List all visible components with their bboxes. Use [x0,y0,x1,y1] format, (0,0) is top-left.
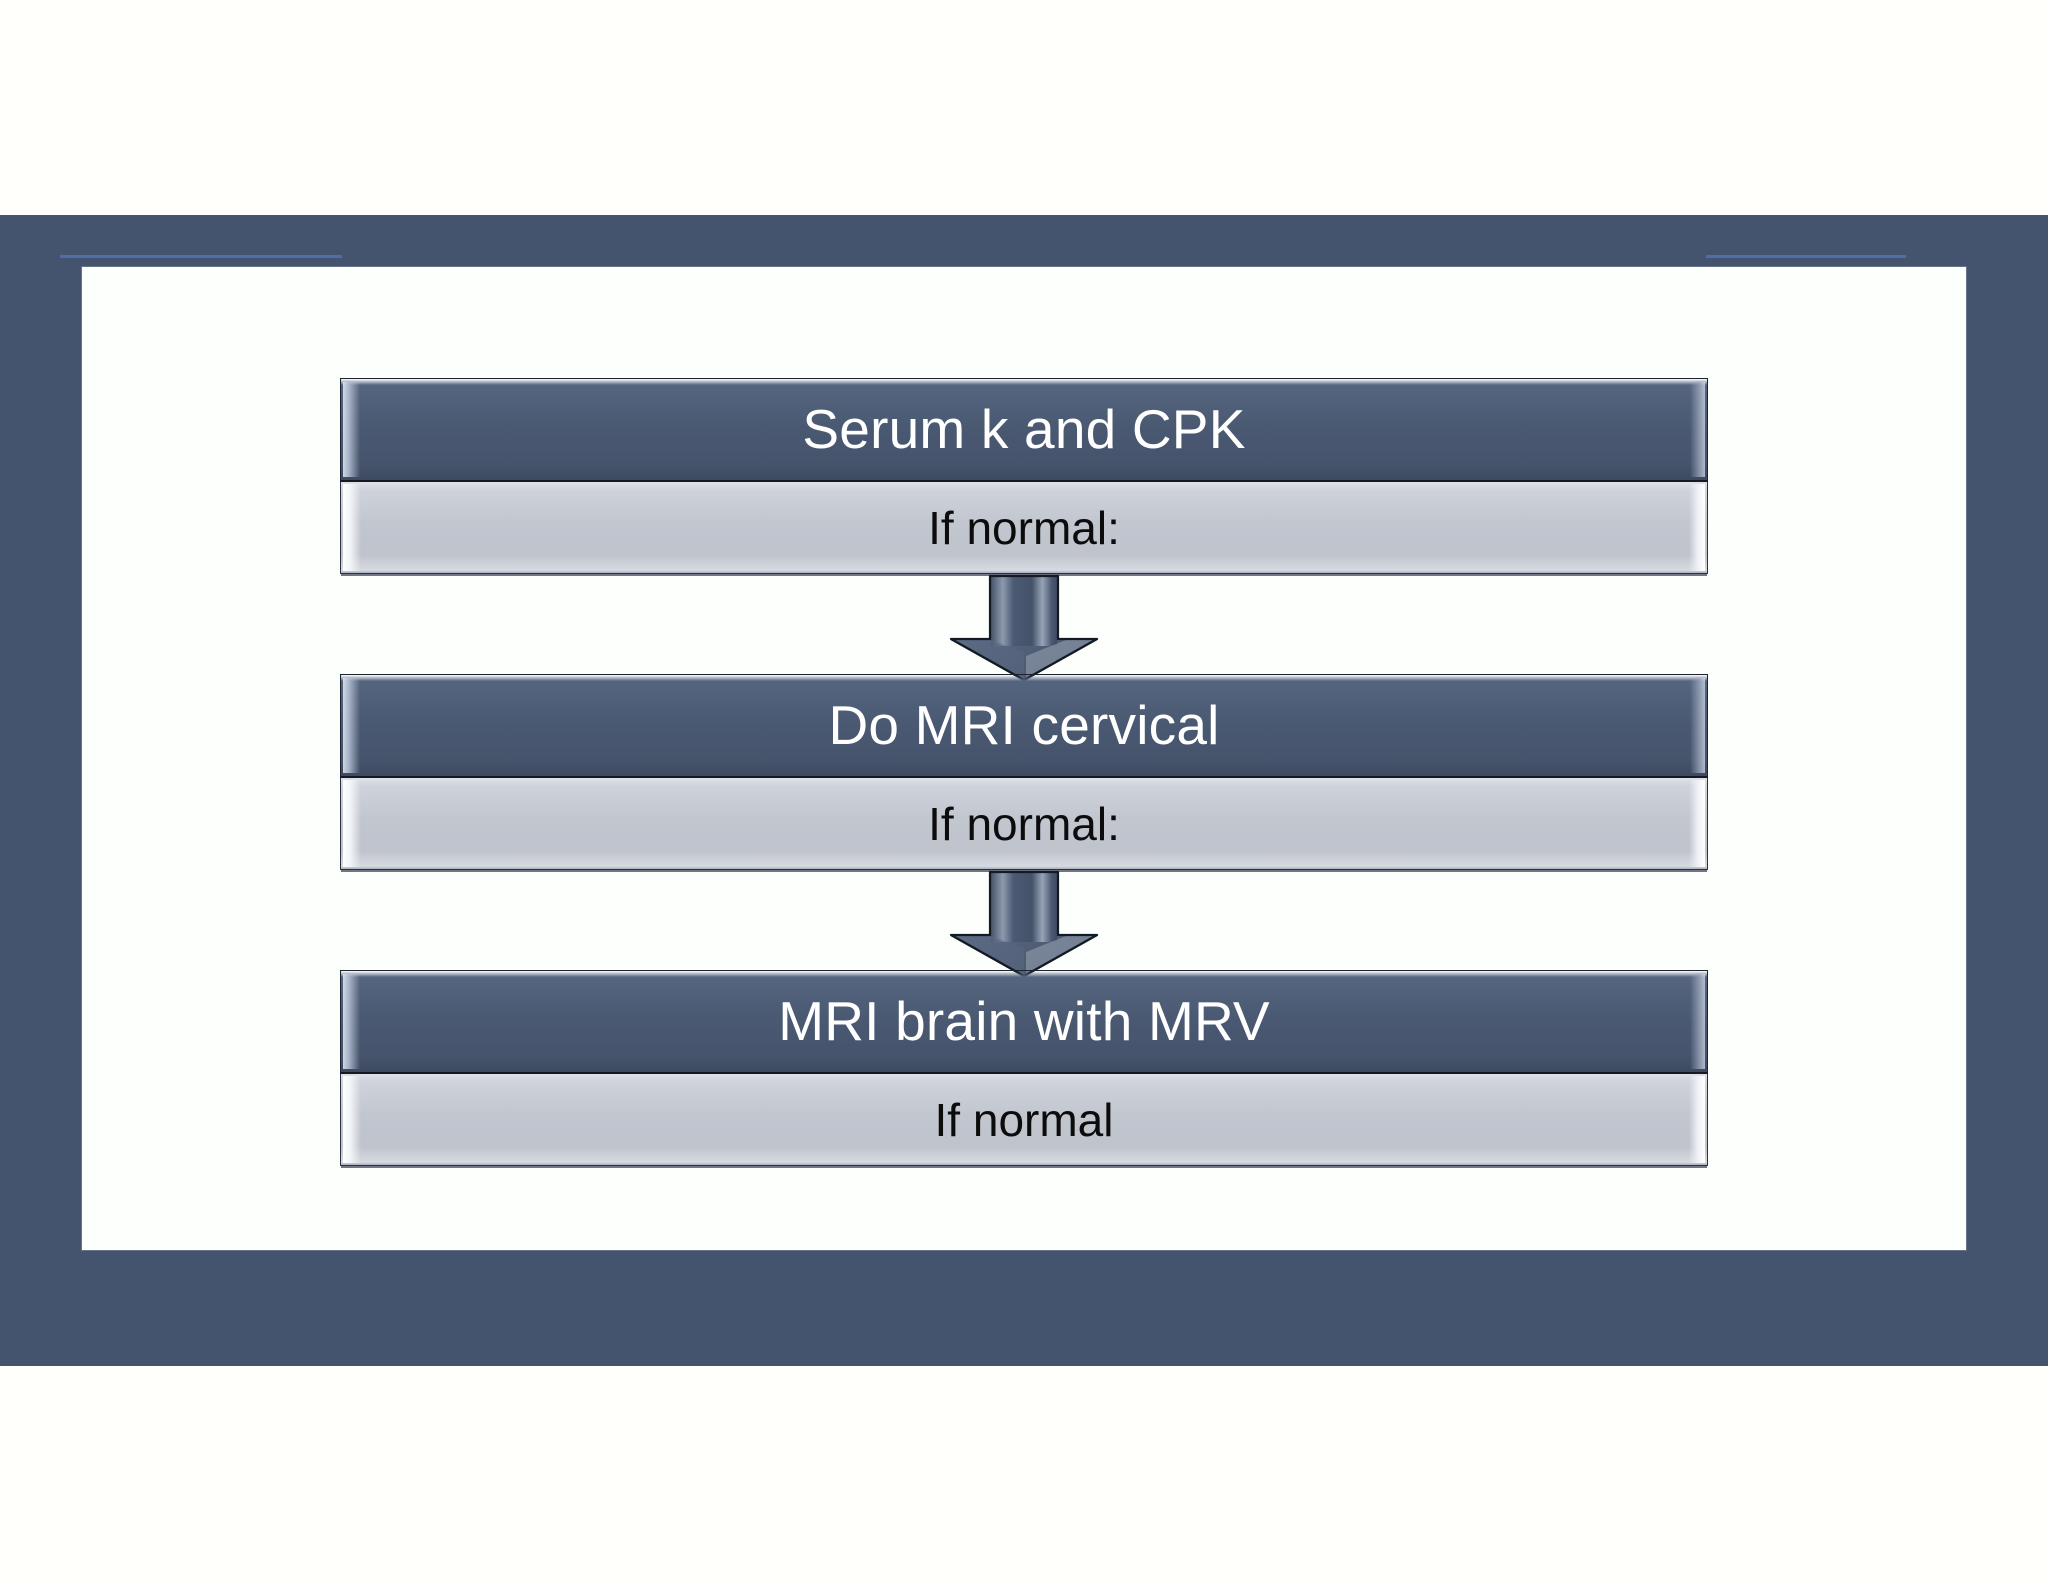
flow-node-mri-brain-mrv[interactable]: MRI brain with MRV If normal [340,970,1708,1166]
flow-node-serum-k-cpk[interactable]: Serum k and CPK If normal: [340,378,1708,574]
flow-node-subheader[interactable]: If normal: [340,778,1708,870]
flow-node-subheader[interactable]: If normal: [340,482,1708,574]
flow-node-header[interactable]: Serum k and CPK [340,378,1708,482]
down-arrow-icon [949,870,1099,978]
flow-node-subtitle: If normal: [928,797,1120,850]
accent-rule-left [60,255,342,258]
accent-rule-right [1706,255,1906,258]
flow-node-title: Serum k and CPK [802,398,1246,460]
down-arrow-icon [949,574,1099,682]
flow-node-mri-cervical[interactable]: Do MRI cervical If normal: [340,674,1708,870]
flow-node-header[interactable]: MRI brain with MRV [340,970,1708,1074]
connector-arrow-2 [340,870,1708,978]
flow-node-subtitle: If normal: [928,501,1120,554]
flow-node-subheader[interactable]: If normal [340,1074,1708,1166]
slide-canvas: Serum k and CPK If normal: [82,267,1966,1250]
flow-node-title: MRI brain with MRV [778,990,1270,1052]
flowchart: Serum k and CPK If normal: [340,378,1708,1166]
connector-arrow-1 [340,574,1708,682]
flow-node-header[interactable]: Do MRI cervical [340,674,1708,778]
flow-node-subtitle: If normal [934,1093,1114,1146]
flow-node-title: Do MRI cervical [828,694,1220,756]
